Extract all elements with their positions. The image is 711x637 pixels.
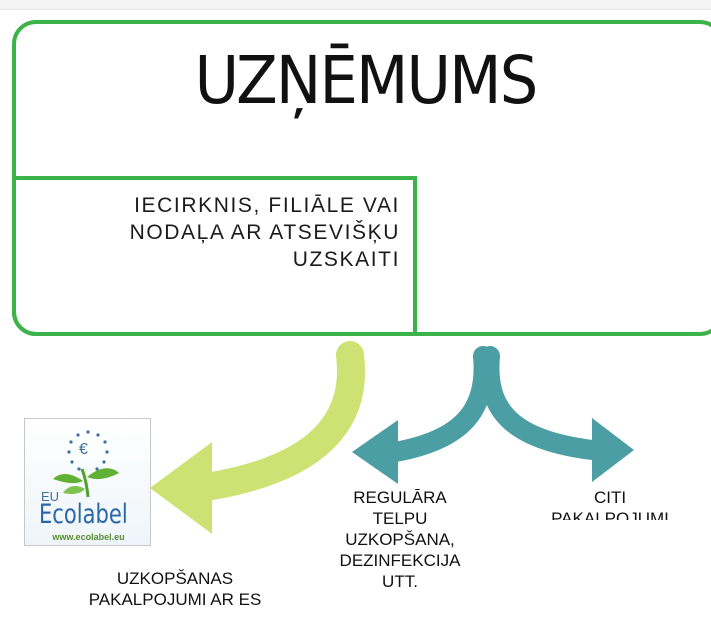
label-line: CITI	[593, 488, 627, 507]
label-line: REGULĀRA	[353, 488, 447, 507]
ecolabel-flower-icon	[53, 430, 119, 498]
label-line: PAKALPOJUMI	[551, 509, 669, 520]
division-title: IECIRKNIS, FILIĀLE VAI NODAĻA AR ATSEVIŠ…	[30, 192, 400, 273]
label-line: UTT.	[382, 572, 418, 591]
ecolabel-url: www.ecolabel.eu	[52, 532, 125, 542]
arrow-to-regular-cleaning	[352, 346, 494, 484]
eu-ecolabel-logo: € EU Ecolabel www.ecolabel.eu	[24, 418, 151, 546]
label-line: UZKOPŠANA,	[345, 530, 455, 549]
division-title-line: UZSKAITI	[292, 248, 400, 271]
division-title-line: NODAĻA AR ATSEVIŠĶU	[129, 221, 400, 244]
regular-cleaning-label: REGULĀRA TELPU UZKOPŠANA, DEZINFEKCIJA U…	[320, 487, 480, 592]
label-line: TELPU	[372, 509, 428, 528]
arrow-to-ecolabel	[150, 341, 365, 534]
ecolabel-wordmark: Ecolabel	[39, 499, 128, 530]
company-title: UZŅĒMUMS	[194, 42, 539, 119]
euro-symbol: €	[79, 441, 88, 458]
division-box	[12, 176, 417, 336]
arrow-to-other-services	[479, 346, 634, 482]
label-line: UZKOPŠANAS	[116, 569, 234, 588]
label-line: PAKALPOJUMI AR ES	[88, 590, 262, 609]
other-services-label: CITI PAKALPOJUMI	[530, 487, 690, 520]
label-line: DEZINFEKCIJA	[339, 551, 461, 570]
es-cleaning-services-label: UZKOPŠANAS PAKALPOJUMI AR ES	[40, 568, 310, 610]
division-title-line: IECIRKNIS, FILIĀLE VAI	[134, 194, 400, 217]
ecolabel-eu-text: EU	[41, 489, 60, 504]
top-strip	[0, 0, 711, 10]
